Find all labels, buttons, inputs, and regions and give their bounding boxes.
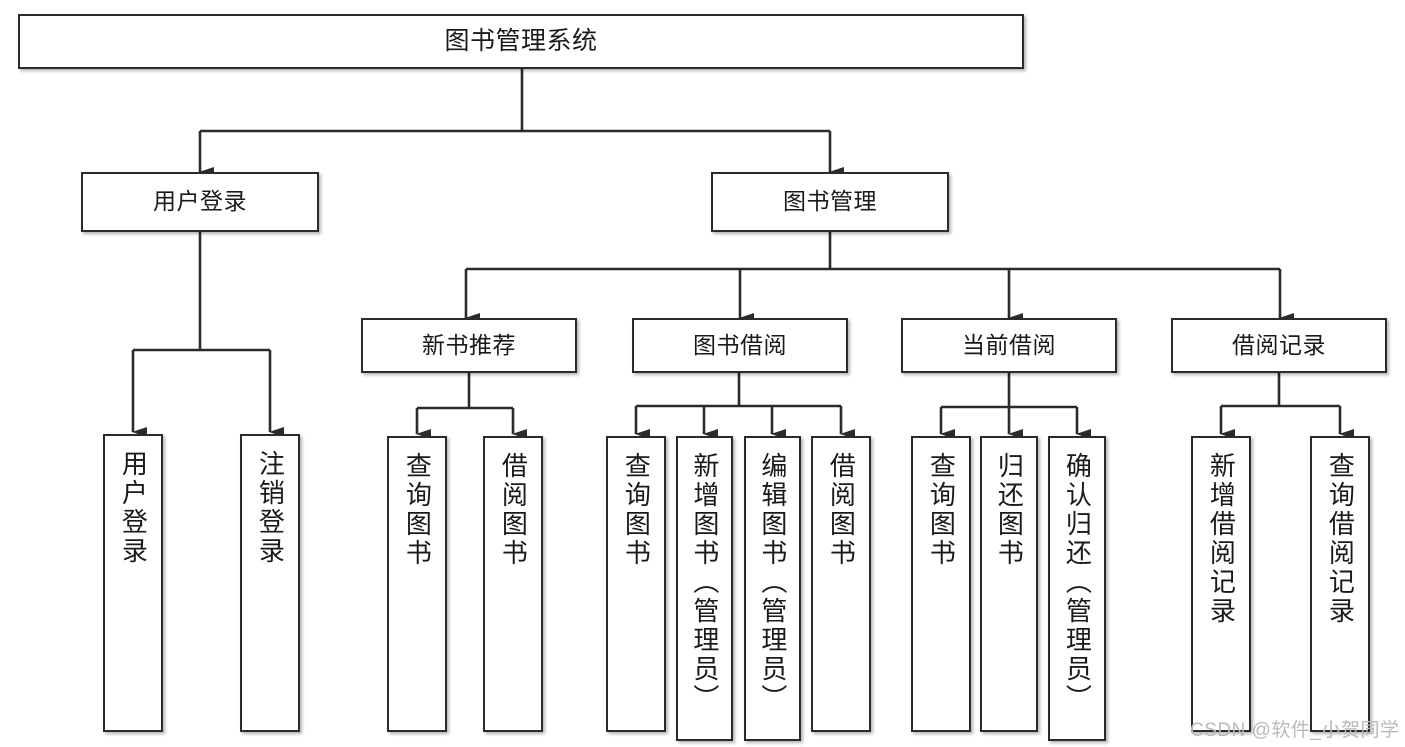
leaf-query-borrow-record[interactable]: 查询借阅记录	[1310, 436, 1370, 732]
leaf-add-book-admin[interactable]: 新增图书（管理员）	[676, 436, 733, 741]
leaf-query-book-borrow[interactable]: 查询图书	[606, 436, 666, 732]
node-label: 当前借阅	[962, 331, 1056, 358]
leaf-borrow-book-borrow[interactable]: 借阅图书	[811, 436, 871, 732]
node-book-management[interactable]: 图书管理	[711, 172, 949, 232]
leaf-confirm-return-admin[interactable]: 确认归还（管理员）	[1048, 436, 1106, 741]
node-label: 用户登录	[153, 188, 247, 215]
node-label: 新增借阅记录	[1206, 452, 1237, 626]
node-label: 新增图书（管理员）	[689, 452, 720, 713]
watermark-csdn: CSDN @软件_小贺同学	[1190, 720, 1400, 741]
leaf-edit-book-admin[interactable]: 编辑图书（管理员）	[744, 436, 801, 741]
leaf-borrow-book-new-book[interactable]: 借阅图书	[483, 436, 543, 732]
leaf-add-borrow-record[interactable]: 新增借阅记录	[1191, 436, 1251, 732]
node-label: 查询图书	[926, 452, 957, 568]
leaf-logout-login[interactable]: 注销登录	[240, 434, 300, 732]
node-label: 注销登录	[255, 450, 286, 566]
node-label: 查询图书	[402, 452, 433, 568]
leaf-query-book-current[interactable]: 查询图书	[911, 436, 971, 732]
node-label: 用户登录	[118, 450, 149, 566]
node-label: 新书推荐	[422, 331, 516, 358]
leaf-query-book-new-book[interactable]: 查询图书	[387, 436, 447, 732]
node-label: 查询图书	[621, 452, 652, 568]
node-label: 查询借阅记录	[1325, 452, 1356, 626]
node-label: 图书管理	[783, 188, 877, 215]
node-new-book-recommend[interactable]: 新书推荐	[361, 318, 577, 373]
node-label: 图书管理系统	[444, 26, 598, 55]
leaf-return-book[interactable]: 归还图书	[980, 436, 1038, 732]
node-borrow-record[interactable]: 借阅记录	[1171, 318, 1387, 373]
node-label: 归还图书	[994, 452, 1025, 568]
node-label: 编辑图书（管理员）	[757, 452, 788, 713]
leaf-user-login[interactable]: 用户登录	[103, 434, 163, 732]
node-label: 借阅记录	[1232, 331, 1326, 358]
node-current-borrow[interactable]: 当前借阅	[901, 318, 1117, 373]
node-label: 确认归还（管理员）	[1062, 452, 1093, 713]
node-user-login[interactable]: 用户登录	[81, 172, 319, 232]
node-book-borrow[interactable]: 图书借阅	[632, 318, 848, 373]
node-label: 借阅图书	[498, 452, 529, 568]
node-label: 图书借阅	[693, 331, 787, 358]
node-root-book-management-system[interactable]: 图书管理系统	[18, 14, 1024, 69]
node-label: 借阅图书	[826, 452, 857, 568]
